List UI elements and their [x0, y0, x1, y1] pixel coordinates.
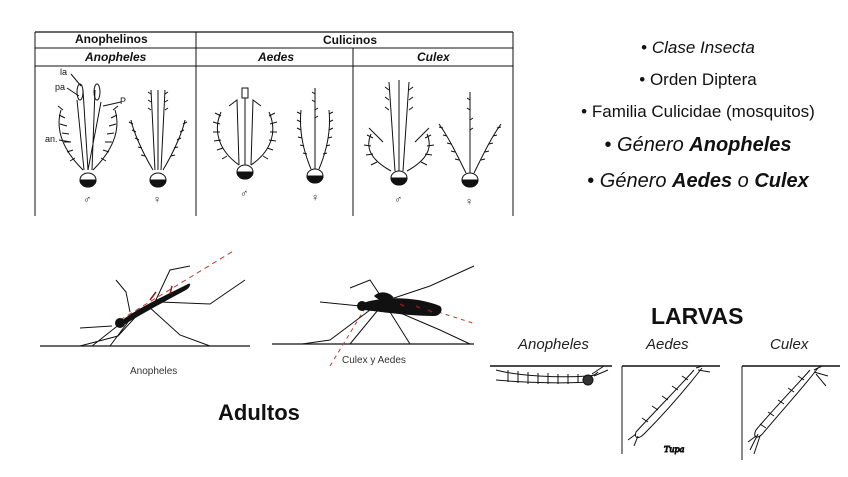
taxonomy-item-genus-anopheles: • Género Anopheles: [548, 134, 848, 157]
anopheles-female-symbol: ♀: [153, 194, 161, 206]
aedes-male-head: [213, 88, 277, 179]
connector-text: o: [738, 170, 749, 192]
bullet-icon: •: [587, 170, 594, 192]
larvae-figure: Anopheles Aedes Culex Tupa: [488, 330, 843, 470]
taxonomy-list: • Clase Insecta • Orden Diptera • Famili…: [548, 36, 848, 196]
class-text: Clase Insecta: [652, 38, 755, 57]
culex-female-symbol: ♀: [465, 196, 473, 208]
genus-prefix-text: Género: [617, 134, 684, 156]
adults-title: Adultos: [218, 400, 300, 426]
genus-prefix-text: Género: [600, 170, 667, 192]
aedes-female-symbol: ♀: [311, 192, 319, 204]
family-text: Familia Culicidae (mosquitos): [592, 102, 815, 121]
anopheles-larva-drawing: [490, 366, 612, 385]
bullet-icon: •: [604, 134, 611, 156]
part-an-label: an.: [45, 134, 58, 144]
aedes-female-head: [297, 88, 333, 183]
adult-posture-drawing: [30, 240, 480, 380]
anopheles-adult-drawing: [40, 250, 250, 346]
part-p-label: P: [120, 96, 126, 106]
adult-posture-figure: Anopheles Culex y Aedes: [30, 240, 480, 380]
genus-anopheles-text: Anopheles: [689, 134, 791, 156]
culex-female-head: [439, 92, 501, 187]
group-anophelinos-label: Anophelinos: [75, 32, 148, 46]
taxonomy-item-family: • Familia Culicidae (mosquitos): [548, 102, 848, 122]
genus-culex-header: Culex: [417, 50, 450, 64]
genus-aedes-header: Aedes: [258, 50, 294, 64]
aedes-male-symbol: ♂: [240, 188, 248, 200]
culex-aedes-adult-caption: Culex y Aedes: [342, 355, 406, 366]
anopheles-adult-caption: Anopheles: [130, 366, 177, 377]
anopheles-female-head: [129, 90, 187, 187]
anopheles-male-symbol: ♂: [83, 194, 91, 206]
taxonomy-item-genus-aedes-culex: • Género Aedes o Culex: [548, 170, 848, 193]
genus-culex-text: Culex: [754, 170, 808, 192]
taxonomy-item-order: • Orden Diptera: [548, 70, 848, 90]
anopheles-male-head: [58, 74, 121, 187]
aedes-tube-label: Tupa: [664, 445, 685, 454]
culex-aedes-adult-drawing: [272, 266, 476, 366]
larva-aedes-label: Aedes: [646, 336, 689, 353]
culex-male-head: [364, 80, 434, 185]
group-culicinos-label: Culicinos: [323, 33, 377, 47]
part-pa-label: pa: [55, 82, 65, 92]
genus-aedes-text: Aedes: [672, 170, 732, 192]
bullet-icon: •: [641, 38, 647, 57]
larva-anopheles-label: Anopheles: [518, 336, 589, 353]
bullet-icon: •: [581, 102, 587, 121]
culex-male-symbol: ♂: [394, 194, 402, 206]
genus-anopheles-header: Anopheles: [85, 50, 146, 64]
larvae-title: LARVAS: [651, 303, 743, 330]
head-comparison-table: Anophelinos Culicinos Anopheles Aedes Cu…: [33, 30, 515, 216]
part-la-label: la: [60, 67, 67, 77]
culex-larva-drawing: [742, 366, 840, 460]
bullet-icon: •: [639, 70, 645, 89]
order-text: Orden Diptera: [650, 70, 757, 89]
aedes-larva-drawing: Tupa: [622, 366, 720, 454]
taxonomy-item-class: • Clase Insecta: [548, 38, 848, 58]
larva-culex-label: Culex: [770, 336, 808, 353]
